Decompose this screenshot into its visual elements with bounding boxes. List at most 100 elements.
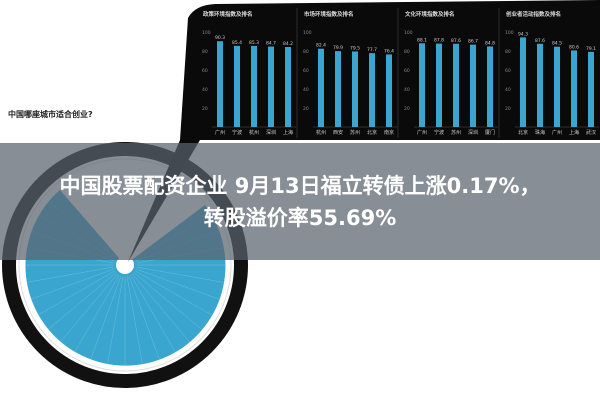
- y-tick-label: 40: [303, 87, 309, 93]
- bar-value-label: 86.7: [468, 39, 478, 45]
- category-label: 深圳: [468, 129, 478, 136]
- panel-title: 政策环境指数及排名: [203, 10, 253, 18]
- category-label: 杭州: [316, 129, 326, 136]
- gauge-grid-line: [135, 270, 212, 316]
- y-tick-label: 80: [202, 49, 208, 55]
- bar: [318, 48, 324, 127]
- category-label: 杭州: [249, 129, 259, 136]
- bar-value-label: 77.7: [367, 47, 377, 53]
- y-tick-label: 100: [505, 30, 514, 36]
- gauge-grid-line: [26, 266, 114, 283]
- bar: [571, 50, 577, 127]
- y-tick-label: 100: [303, 30, 312, 36]
- bar-value-label: 82.4: [316, 43, 326, 49]
- gauge-grid-line: [126, 276, 143, 364]
- gauge-grid-line: [136, 266, 224, 283]
- bar: [335, 51, 341, 127]
- y-tick-label: 40: [505, 87, 511, 93]
- category-label: 广州: [417, 129, 427, 136]
- category-label: 宁波: [232, 129, 242, 136]
- bar-value-label: 76.4: [384, 48, 394, 54]
- gauge-grid-line: [128, 276, 160, 360]
- bar: [285, 47, 291, 128]
- panel-title: 创业者活动指数及排名: [505, 10, 561, 18]
- y-tick-label: 20: [303, 106, 309, 112]
- gauge-grid-line: [130, 275, 176, 352]
- gauge-grid-line: [90, 276, 122, 360]
- panel-title: 文化环境指数及排名: [405, 10, 455, 18]
- category-label: 广州: [552, 129, 562, 136]
- gauge-grid-line: [38, 270, 115, 316]
- headline-line-2: 转股溢价率55.69%: [203, 205, 397, 230]
- category-label: 上海: [283, 129, 293, 136]
- bar-charts: 政策环境指数及排名 20 40 60 80 100 90.3 广州 85.4 宁波 85.3 杭州 84…: [202, 8, 599, 138]
- category-label: 武汉: [586, 129, 596, 136]
- gauge-center: [116, 256, 134, 274]
- bar-value-label: 87.8: [434, 38, 444, 44]
- y-tick-label: 100: [202, 30, 211, 36]
- bar: [217, 41, 223, 128]
- bar-value-label: 85.3: [249, 40, 259, 46]
- y-tick-label: 20: [404, 106, 410, 112]
- bar: [453, 43, 459, 127]
- y-tick-label: 40: [404, 87, 410, 93]
- y-tick-label: 20: [505, 106, 511, 112]
- bar: [352, 51, 358, 127]
- bar: [268, 46, 274, 127]
- y-tick-label: 80: [505, 49, 511, 55]
- headline-line-1: 中国股票配资企业 9月13日福立转债上涨0.17%，: [59, 173, 541, 198]
- bar-value-label: 84.2: [283, 41, 293, 47]
- bar-value-label: 79.1: [586, 46, 596, 52]
- category-label: 西安: [333, 129, 343, 136]
- headline-banner: 中国股票配资企业 9月13日福立转债上涨0.17%， 转股溢价率55.69%: [0, 143, 600, 260]
- gauge-grid-line: [30, 268, 114, 300]
- bar: [520, 37, 526, 127]
- bar-value-label: 80.6: [569, 44, 579, 50]
- category-label: 广州: [215, 129, 225, 136]
- gauge-grid-line: [60, 274, 118, 342]
- bar: [369, 53, 375, 128]
- bar-value-label: 79.5: [350, 45, 360, 51]
- gauge-grid-line: [132, 274, 190, 342]
- category-label: 厦门: [485, 129, 495, 136]
- bar-value-label: 84.5: [552, 41, 562, 47]
- y-tick-label: 80: [404, 49, 410, 55]
- gauge-grid-line: [74, 275, 120, 352]
- bar-value-label: 79.9: [333, 45, 343, 51]
- category-label: 深圳: [266, 129, 276, 136]
- bar-value-label: 90.3: [215, 35, 225, 41]
- callout-panel: [128, 0, 600, 262]
- bar: [234, 45, 240, 128]
- bar: [419, 43, 425, 127]
- panel-title: 市场环境指数及排名: [304, 10, 354, 18]
- y-tick-label: 60: [404, 68, 410, 74]
- bar-value-label: 87.6: [535, 38, 545, 44]
- gauge-grid-line: [136, 268, 220, 300]
- y-tick-label: 40: [202, 87, 208, 93]
- bar: [251, 45, 257, 128]
- y-tick-label: 80: [303, 49, 309, 55]
- bar-value-label: 94.3: [518, 31, 528, 37]
- bar: [436, 43, 442, 128]
- category-label: 苏州: [451, 129, 461, 136]
- bar: [537, 43, 543, 127]
- bar-value-label: 84.7: [266, 41, 276, 47]
- category-label: 南京: [384, 129, 394, 136]
- y-tick-label: 60: [202, 68, 208, 74]
- bar-value-label: 85.4: [232, 40, 242, 46]
- infographic-title: 中国哪座城市适合创业?: [8, 110, 93, 119]
- category-label: 北京: [367, 129, 377, 136]
- y-tick-label: 100: [404, 30, 413, 36]
- y-tick-label: 60: [505, 68, 511, 74]
- bar: [470, 44, 476, 128]
- gauge-grid-line: [134, 272, 202, 330]
- category-label: 宁波: [434, 129, 444, 136]
- gauge-grid-line: [48, 272, 116, 330]
- bar-value-label: 88.1: [417, 37, 427, 43]
- category-label: 北京: [518, 129, 528, 136]
- gauge-grid-line: [107, 276, 124, 364]
- category-label: 珠海: [535, 129, 545, 136]
- bar: [487, 46, 493, 127]
- bar: [588, 51, 594, 128]
- bar: [386, 54, 392, 127]
